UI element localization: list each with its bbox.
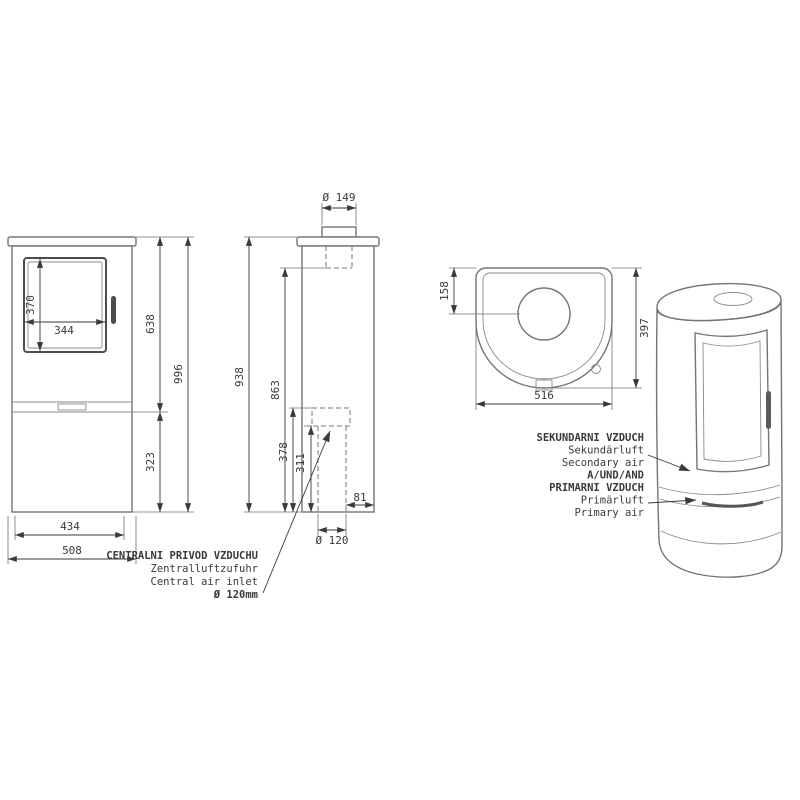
top-view-dimensions: 158 397 516 xyxy=(438,267,651,410)
dim-top-width-label: 516 xyxy=(534,389,554,402)
perspective-door xyxy=(694,329,770,473)
front-door-glass-frame xyxy=(23,257,107,353)
dim-front-total-height-label: 996 xyxy=(172,364,185,384)
perspective-primary-air-slot xyxy=(701,500,764,508)
dim-front-total-width-label: 508 xyxy=(62,544,82,557)
perspective-top-plate xyxy=(656,282,782,322)
front-view xyxy=(7,236,137,513)
top-view-inner-line xyxy=(482,272,606,380)
central-air-note-line1: CENTRALNI PRIVOD VZDUCHU xyxy=(106,550,258,562)
side-flue-collar xyxy=(321,226,357,238)
central-air-note-line4: Ø 120mm xyxy=(213,589,258,601)
dim-front-base-width-label: 434 xyxy=(60,520,80,533)
dim-side-flue-diameter-label: Ø 149 xyxy=(322,191,355,204)
dim-front-glass-width-label: 344 xyxy=(54,324,74,337)
central-air-note-line2: Zentralluftzufuhr xyxy=(151,563,258,575)
dim-top-depth-label: 397 xyxy=(638,318,651,338)
front-view-dimensions: 370 344 638 323 996 434 508 xyxy=(7,236,194,564)
secondary-air-leader-arrow xyxy=(647,454,691,472)
primary-air-leader-arrow xyxy=(647,496,697,505)
front-drawer-pull xyxy=(57,403,87,411)
perspective-door-handle xyxy=(766,391,771,429)
air-note-line1: SEKUNDARNI VZDUCH xyxy=(537,432,644,444)
perspective-flue-opening xyxy=(713,292,753,306)
top-view-flue-opening xyxy=(517,287,571,341)
top-view-latch xyxy=(535,379,553,391)
dim-side-inlet-diameter-label: Ø 120 xyxy=(315,534,348,547)
side-air-inlet-box xyxy=(311,407,351,427)
dim-side-inlet-bottom-height-label: 311 xyxy=(294,453,307,473)
central-air-note-line3: Central air inlet xyxy=(151,576,258,588)
side-air-inlet-pipe xyxy=(317,426,347,512)
dim-side-height-1-label: 938 xyxy=(233,367,246,387)
perspective-seam-upper xyxy=(658,484,781,496)
front-door-glass xyxy=(27,261,103,349)
dim-side-rear-offset-label: 81 xyxy=(353,491,366,504)
side-hidden-flue-pipe xyxy=(325,246,353,269)
front-top-plate xyxy=(7,236,137,247)
central-air-leader-arrow xyxy=(262,430,331,594)
side-stove-body xyxy=(301,245,375,513)
dim-front-upper-height-label: 638 xyxy=(144,314,157,334)
perspective-view xyxy=(655,282,783,578)
top-view-handle-knob xyxy=(591,364,601,374)
dim-front-lower-height-label: 323 xyxy=(144,452,157,472)
side-view xyxy=(296,226,380,513)
air-note-line2: Sekundärluft xyxy=(568,445,644,457)
dim-side-height-2-label: 863 xyxy=(269,380,282,400)
side-view-dimensions: Ø 149 938 863 378 311 81 Ø 120 xyxy=(233,191,375,547)
side-top-plate xyxy=(296,236,380,247)
air-note: SEKUNDARNI VZDUCH Sekundärluft Secondary… xyxy=(537,432,697,519)
dim-side-inlet-top-height-label: 378 xyxy=(277,442,290,462)
central-air-note: CENTRALNI PRIVOD VZDUCHU Zentralluftzufu… xyxy=(106,430,331,601)
air-note-line5: PRIMARNI VZDUCH xyxy=(549,482,644,494)
front-door-handle xyxy=(111,296,116,324)
air-note-line4: A/UND/AND xyxy=(587,470,644,482)
dim-top-flue-center-offset-label: 158 xyxy=(438,281,451,301)
dim-front-glass-height-label: 370 xyxy=(24,295,37,315)
air-note-line6: Primärluft xyxy=(581,495,644,507)
top-view xyxy=(475,267,613,391)
air-note-line3: Secondary air xyxy=(562,457,644,469)
perspective-base-seam xyxy=(660,530,782,545)
air-note-line7: Primary air xyxy=(574,507,644,519)
perspective-door-glass xyxy=(702,340,762,462)
